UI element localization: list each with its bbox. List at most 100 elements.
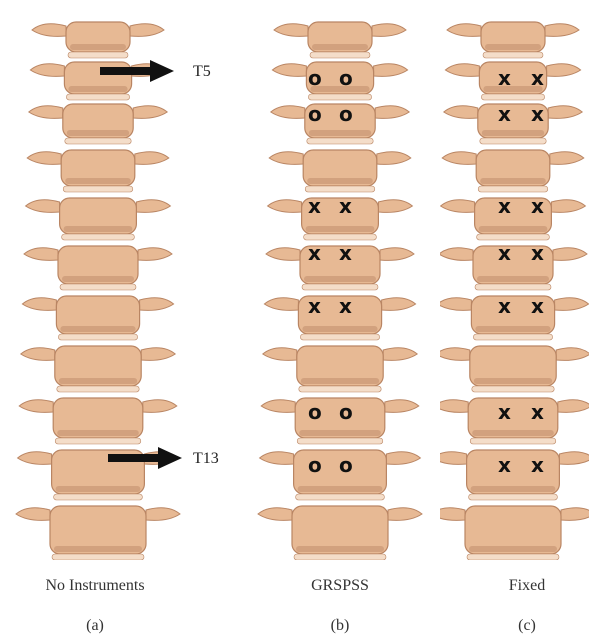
transverse-process [440,348,470,361]
intervertebral-disc [55,438,141,444]
vertebral-shade [68,86,127,92]
intervertebral-disc [304,234,377,240]
vertebral-shade [304,276,376,282]
vertebral-shade [309,130,371,136]
intervertebral-disc [300,334,379,340]
intervertebral-disc [297,438,383,444]
spine-panel-c [440,0,589,560]
vertebral-shade [57,430,139,436]
transverse-process [440,400,468,413]
transverse-process [553,248,587,261]
transverse-process [264,298,298,311]
intervertebral-disc [60,284,136,290]
transverse-process [29,106,63,119]
intervertebral-disc [307,138,373,144]
intervertebral-disc [469,494,558,500]
transverse-process [135,152,169,165]
vertebral-shade [474,378,552,384]
transverse-process [143,400,177,413]
transverse-process [556,348,589,361]
transverse-process [18,452,52,465]
transverse-process [442,152,476,165]
vertebral-shade [67,130,129,136]
caption-c: Fixed [432,577,589,595]
intervertebral-disc [481,94,544,100]
vertebral-shade [62,276,134,282]
intervertebral-disc [473,334,552,340]
transverse-process [138,248,172,261]
fixed-screw-x-marker: x [498,296,511,316]
transverse-process [274,24,308,37]
fixed-screw-x-marker: x [339,243,352,263]
transverse-process [263,348,297,361]
vertebral-shade [301,378,379,384]
open-screw-o-marker: o [308,104,322,124]
transverse-process [386,452,420,465]
transverse-process [27,152,61,165]
vertebral-shade [312,44,368,50]
arrow-t13-icon [108,447,183,469]
transverse-process [447,24,481,37]
caption-b: GRSPSS [245,577,435,595]
vertebral-shade [60,326,135,332]
transverse-process [444,106,478,119]
intervertebral-disc [475,284,551,290]
transverse-process [271,106,305,119]
level-label-t13: T13 [193,450,219,468]
vertebral-shade [471,486,556,492]
transverse-process [146,508,180,521]
transverse-process [375,106,409,119]
intervertebral-disc [467,554,559,560]
vertebral-shade [480,178,546,184]
transverse-process [561,508,589,521]
intervertebral-disc [57,386,139,392]
intervertebral-disc [302,284,378,290]
open-screw-o-marker: o [308,455,322,475]
transverse-process [30,64,64,77]
transverse-process [548,106,582,119]
fixed-screw-x-marker: x [498,243,511,263]
intervertebral-disc [483,52,543,58]
transverse-process [383,348,417,361]
transverse-process [16,508,50,521]
vertebral-shade [475,326,550,332]
transverse-process [258,508,292,521]
transverse-process [260,452,294,465]
fixed-screw-x-marker: x [498,104,511,124]
sublabel-c: (c) [432,617,589,635]
level-label-t5: T5 [193,63,211,81]
open-screw-o-marker: o [339,104,353,124]
transverse-process [374,64,408,77]
intervertebral-disc [54,494,143,500]
transverse-process [550,152,584,165]
fixed-screw-x-marker: x [339,196,352,216]
fixed-screw-x-marker: x [308,196,321,216]
transverse-process [440,248,473,261]
vertebral-shade [482,130,544,136]
transverse-process [133,106,167,119]
open-screw-o-marker: o [339,402,353,422]
arrow-t5-icon [100,60,175,82]
vertebral-shade [306,226,375,232]
intervertebral-disc [68,52,128,58]
transverse-process [441,200,475,213]
intervertebral-disc [480,138,546,144]
transverse-process [261,400,295,413]
intervertebral-disc [299,386,381,392]
vertebral-shade [70,44,126,50]
transverse-process [558,400,589,413]
vertebral-shade [65,178,131,184]
intervertebral-disc [477,234,550,240]
transverse-process [130,24,164,37]
spine-panel-a [8,0,188,560]
transverse-process [24,248,58,261]
transverse-process [445,64,479,77]
open-screw-o-marker: o [339,455,353,475]
sublabel-a: (a) [0,617,190,635]
intervertebral-disc [294,554,386,560]
transverse-process [269,152,303,165]
transverse-process [377,152,411,165]
fixed-screw-x-marker: x [339,296,352,316]
vertebral-shade [479,226,548,232]
vertebral-shade [485,44,541,50]
